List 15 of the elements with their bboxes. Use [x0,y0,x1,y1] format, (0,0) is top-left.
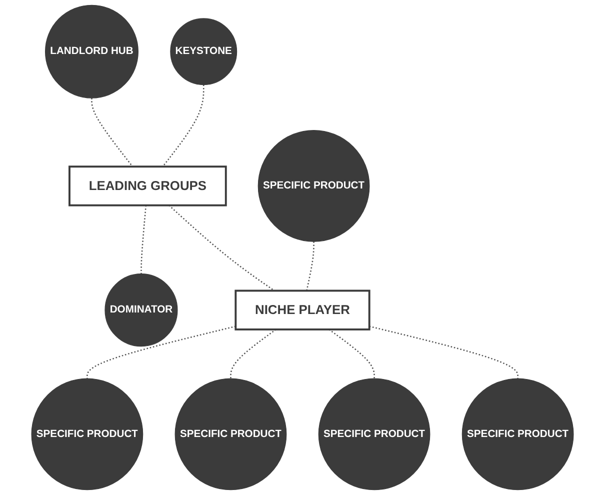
node-circle: SPECIFIC PRODUCT [318,378,430,490]
node-circle: SPECIFIC PRODUCT [174,378,287,490]
node-circle: DOMINATOR [104,274,178,347]
node-circle: SPECIFIC PRODUCT [462,378,574,490]
node-box: NICHE PLAYER [234,290,370,330]
connector [162,84,204,167]
node-circle: SPECIFIC PRODUCT [258,130,370,242]
node-circle: SPECIFIC PRODUCT [31,378,144,490]
connector [168,204,275,292]
connector [328,328,375,379]
connector [230,328,276,379]
node-box: LEADING GROUPS [68,166,227,206]
node-circle: KEYSTONE [170,18,238,86]
connector [91,98,134,167]
node-circle: LANDLORD HUB [44,4,138,98]
